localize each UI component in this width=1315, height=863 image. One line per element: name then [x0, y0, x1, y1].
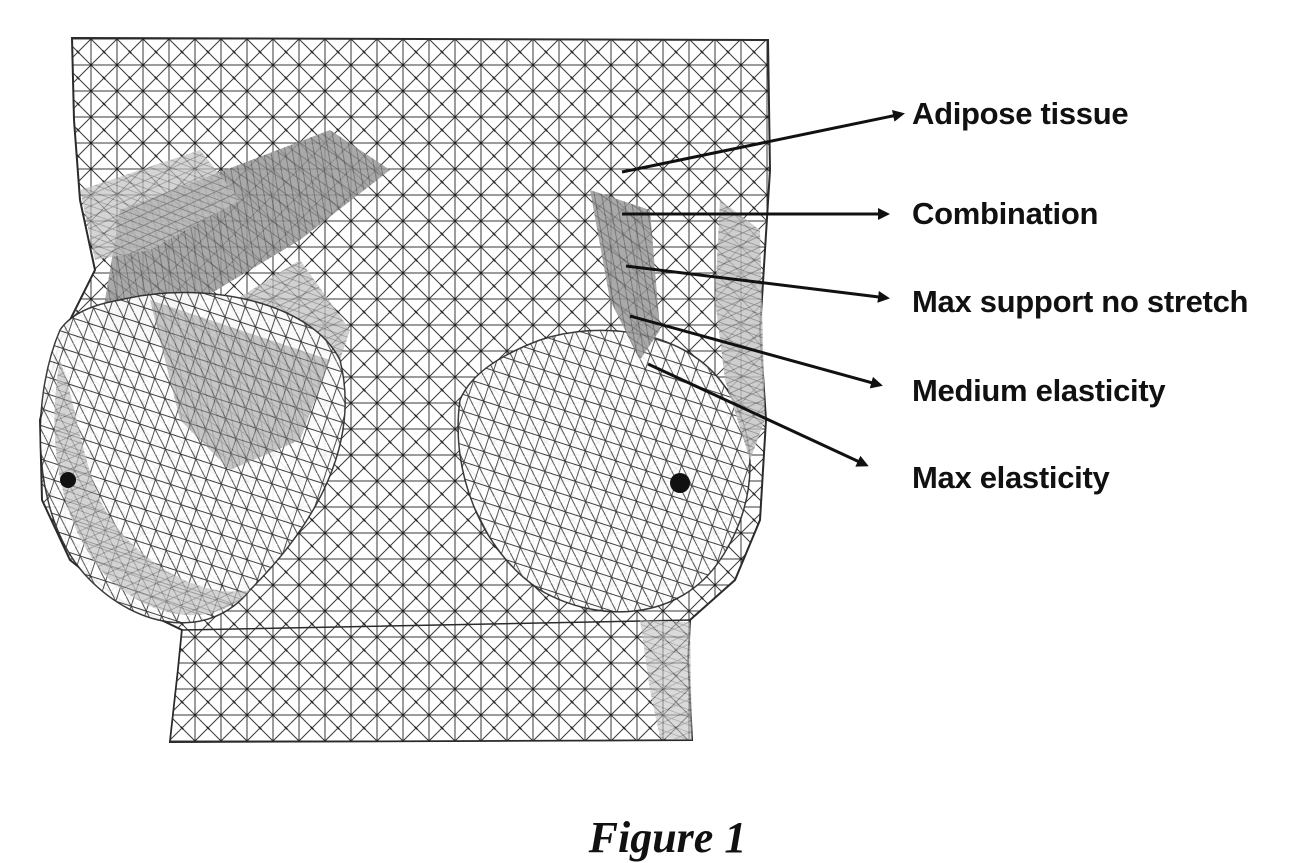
label-combination: Combination [912, 196, 1098, 232]
waist-mesh [170, 620, 692, 742]
label-max-support-no-stretch: Max support no stretch [912, 284, 1248, 320]
label-max-elasticity: Max elasticity [912, 460, 1109, 496]
label-adipose-tissue: Adipose tissue [912, 96, 1128, 132]
left-nipple [60, 472, 76, 488]
right-nipple [670, 473, 690, 493]
label-medium-elasticity: Medium elasticity [912, 373, 1165, 409]
figure-caption: Figure 1 [0, 812, 1315, 863]
